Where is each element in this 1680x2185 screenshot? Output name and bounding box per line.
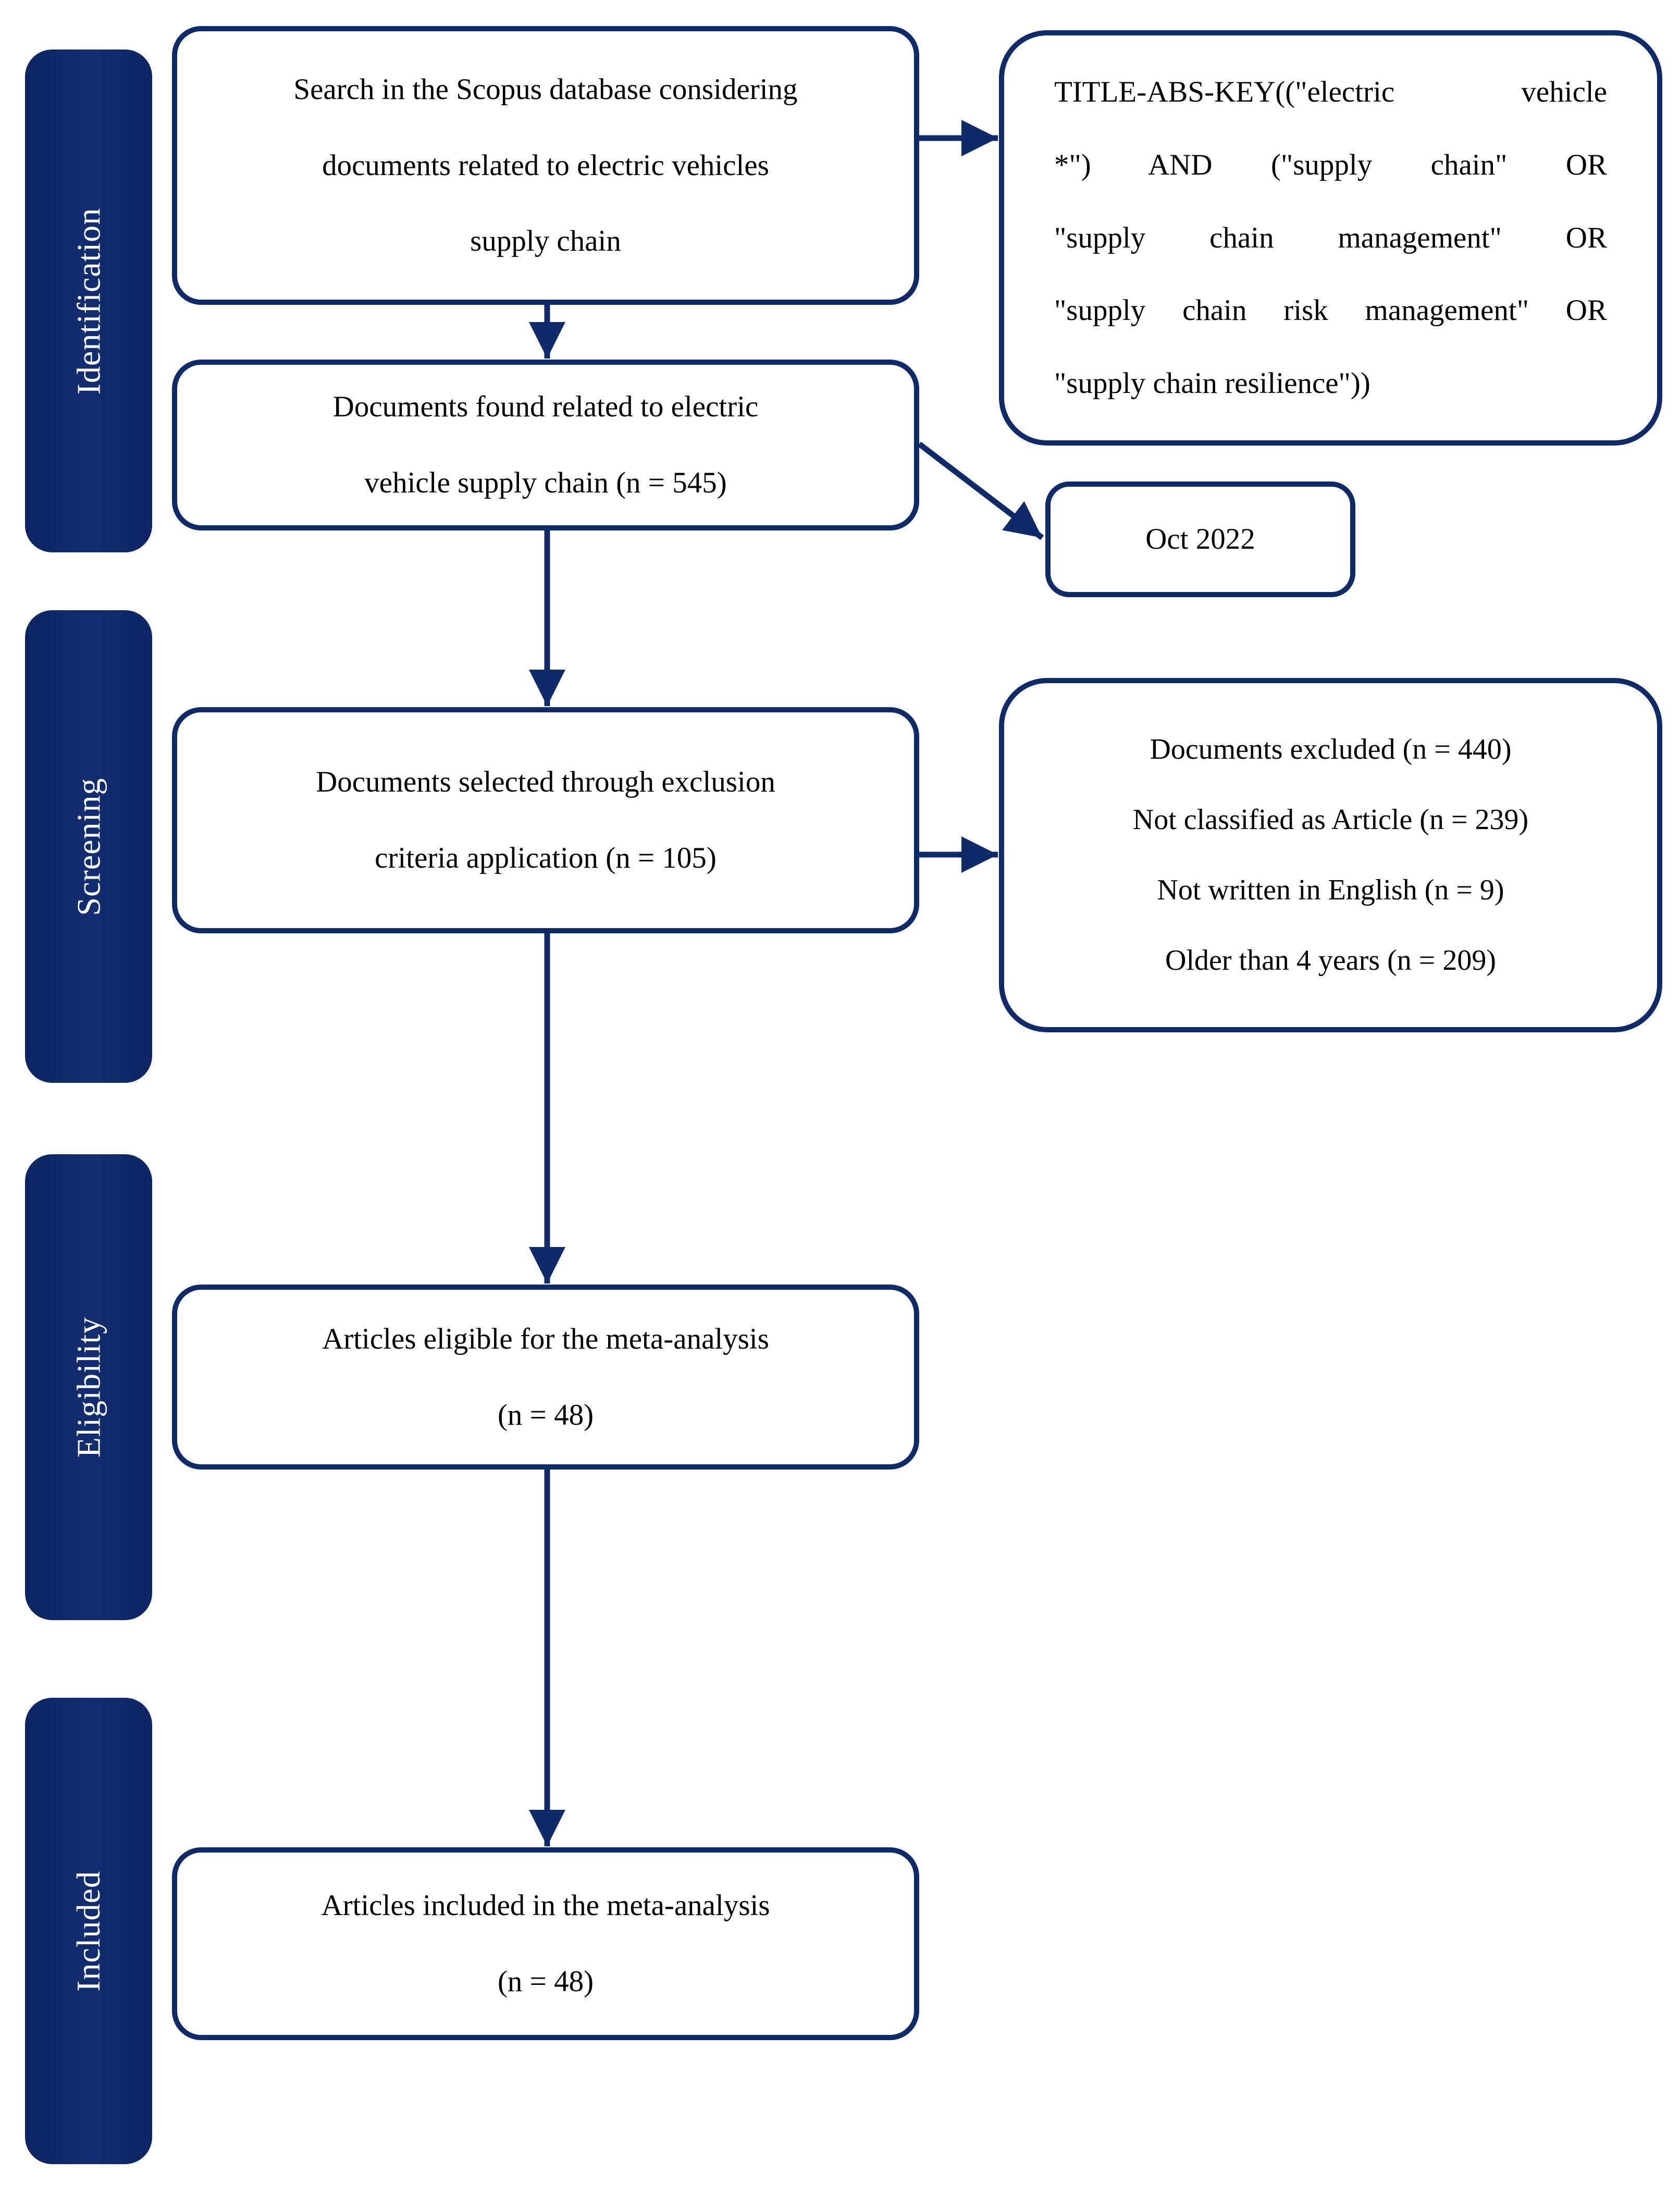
text-line: Search in the Scopus database considerin… — [293, 72, 798, 106]
stage-band-screening: Screening — [25, 610, 152, 1083]
stage-band-included: Included — [25, 1698, 152, 2164]
search-date-text: Oct 2022 — [1145, 523, 1255, 556]
text-line: TITLE-ABS-KEY(("electric vehicle — [1054, 75, 1607, 108]
search-query-text: TITLE-ABS-KEY(("electric vehicle *") AND … — [1004, 77, 1657, 399]
documents-excluded-box: Documents excluded (n = 440) Not classifi… — [999, 678, 1662, 1032]
documents-excluded-text: Documents excluded (n = 440) Not classifi… — [1004, 734, 1657, 976]
text-line: Not classified as Article (n = 239) — [1132, 804, 1529, 836]
text-line: Documents excluded (n = 440) — [1150, 733, 1512, 766]
stage-label-screening: Screening — [70, 777, 107, 916]
search-query-box: TITLE-ABS-KEY(("electric vehicle *") AND … — [999, 30, 1662, 446]
documents-found-text: Documents found related to electric vehic… — [177, 391, 914, 499]
stage-band-eligibility: Eligibility — [25, 1154, 152, 1620]
text-line: (n = 48) — [497, 1965, 594, 1998]
articles-included-box: Articles included in the meta-analysis (n… — [172, 1847, 919, 2040]
text-line: criteria application (n = 105) — [375, 842, 717, 874]
text-line: documents related to electric vehicles — [322, 149, 769, 182]
search-box: Search in the Scopus database considerin… — [172, 26, 919, 305]
text-line: "supply chain risk management" OR — [1054, 294, 1607, 327]
text-line: "supply chain management" OR — [1054, 221, 1607, 254]
text-line: Articles eligible for the meta-analysis — [322, 1322, 769, 1355]
documents-selected-text: Documents selected through exclusion crit… — [177, 767, 914, 874]
text-line: Older than 4 years (n = 209) — [1165, 944, 1496, 977]
articles-eligible-box: Articles eligible for the meta-analysis (… — [172, 1285, 919, 1470]
text-line: Not written in English (n = 9) — [1157, 874, 1504, 906]
text-line: *") AND ("supply chain" OR — [1054, 148, 1607, 181]
text-line: (n = 48) — [497, 1398, 594, 1431]
documents-found-box: Documents found related to electric vehic… — [172, 360, 919, 530]
stage-band-identification: Identification — [25, 50, 152, 552]
stage-label-included: Included — [70, 1870, 107, 1992]
arrow-found-to-date — [917, 441, 1044, 540]
text-line: supply chain — [470, 225, 621, 258]
articles-eligible-text: Articles eligible for the meta-analysis (… — [177, 1322, 914, 1431]
stage-label-eligibility: Eligibility — [70, 1316, 107, 1458]
search-box-text: Search in the Scopus database considerin… — [177, 72, 914, 258]
stage-label-identification: Identification — [70, 207, 107, 394]
text-line: Documents found related to electric — [332, 390, 759, 424]
text-line: Articles included in the meta-analysis — [321, 1889, 770, 1922]
documents-selected-box: Documents selected through exclusion crit… — [172, 707, 919, 933]
text-line: vehicle supply chain (n = 545) — [364, 466, 727, 499]
text-line: "supply chain resilience")) — [1054, 367, 1370, 400]
text-line: Documents selected through exclusion — [316, 766, 775, 799]
articles-included-text: Articles included in the meta-analysis (n… — [177, 1890, 914, 1997]
search-date-box: Oct 2022 — [1045, 482, 1355, 597]
